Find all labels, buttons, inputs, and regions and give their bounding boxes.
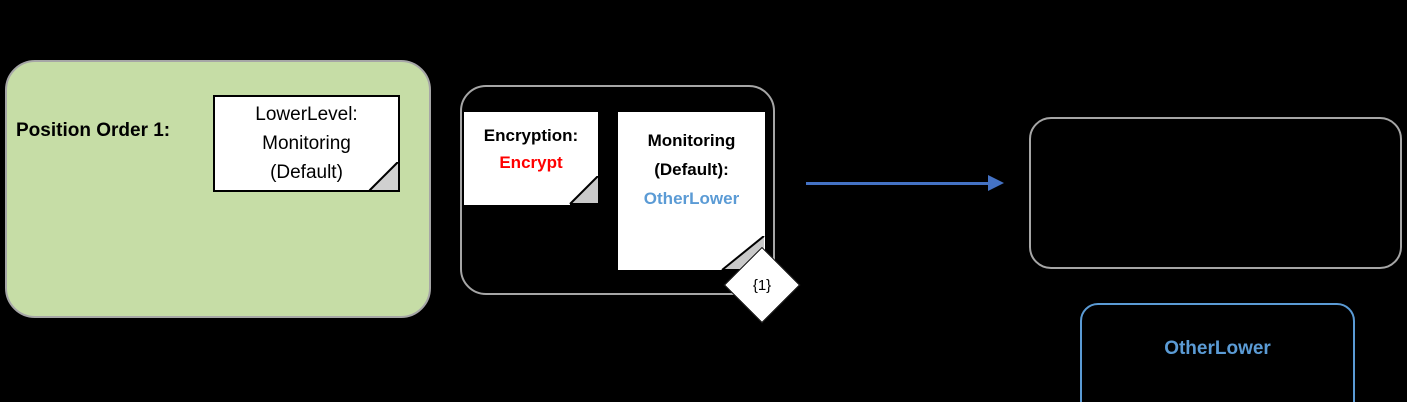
note-encryption-value: Encrypt	[499, 153, 563, 172]
note-monitoring-line1: Monitoring	[647, 131, 736, 150]
multiplicity-label: {1}	[752, 276, 772, 294]
target-group-empty[interactable]	[1029, 117, 1402, 269]
note-monitoring-line2: (Default):	[654, 160, 729, 179]
note-lowerlevel-line2: Monitoring	[262, 133, 351, 154]
note-lowerlevel-line3: (Default)	[270, 162, 343, 183]
otherlower-box[interactable]	[1080, 303, 1355, 402]
position-order-label: Position Order 1:	[16, 120, 171, 141]
note-lowerlevel-line1: LowerLevel:	[255, 104, 358, 125]
composite-group[interactable]	[460, 85, 775, 295]
transition-arrow-head-icon	[988, 175, 1004, 191]
note-lowerlevel[interactable]: LowerLevel: Monitoring (Default)	[213, 95, 400, 192]
note-monitoring-value: OtherLower	[643, 189, 740, 208]
note-encryption-line1: Encryption:	[483, 126, 579, 145]
note-encryption[interactable]: Encryption: Encrypt	[464, 112, 598, 205]
note-monitoring[interactable]: Monitoring (Default): OtherLower	[618, 112, 765, 270]
transition-arrow-line	[806, 182, 994, 185]
otherlower-box-label: OtherLower	[1164, 338, 1271, 359]
